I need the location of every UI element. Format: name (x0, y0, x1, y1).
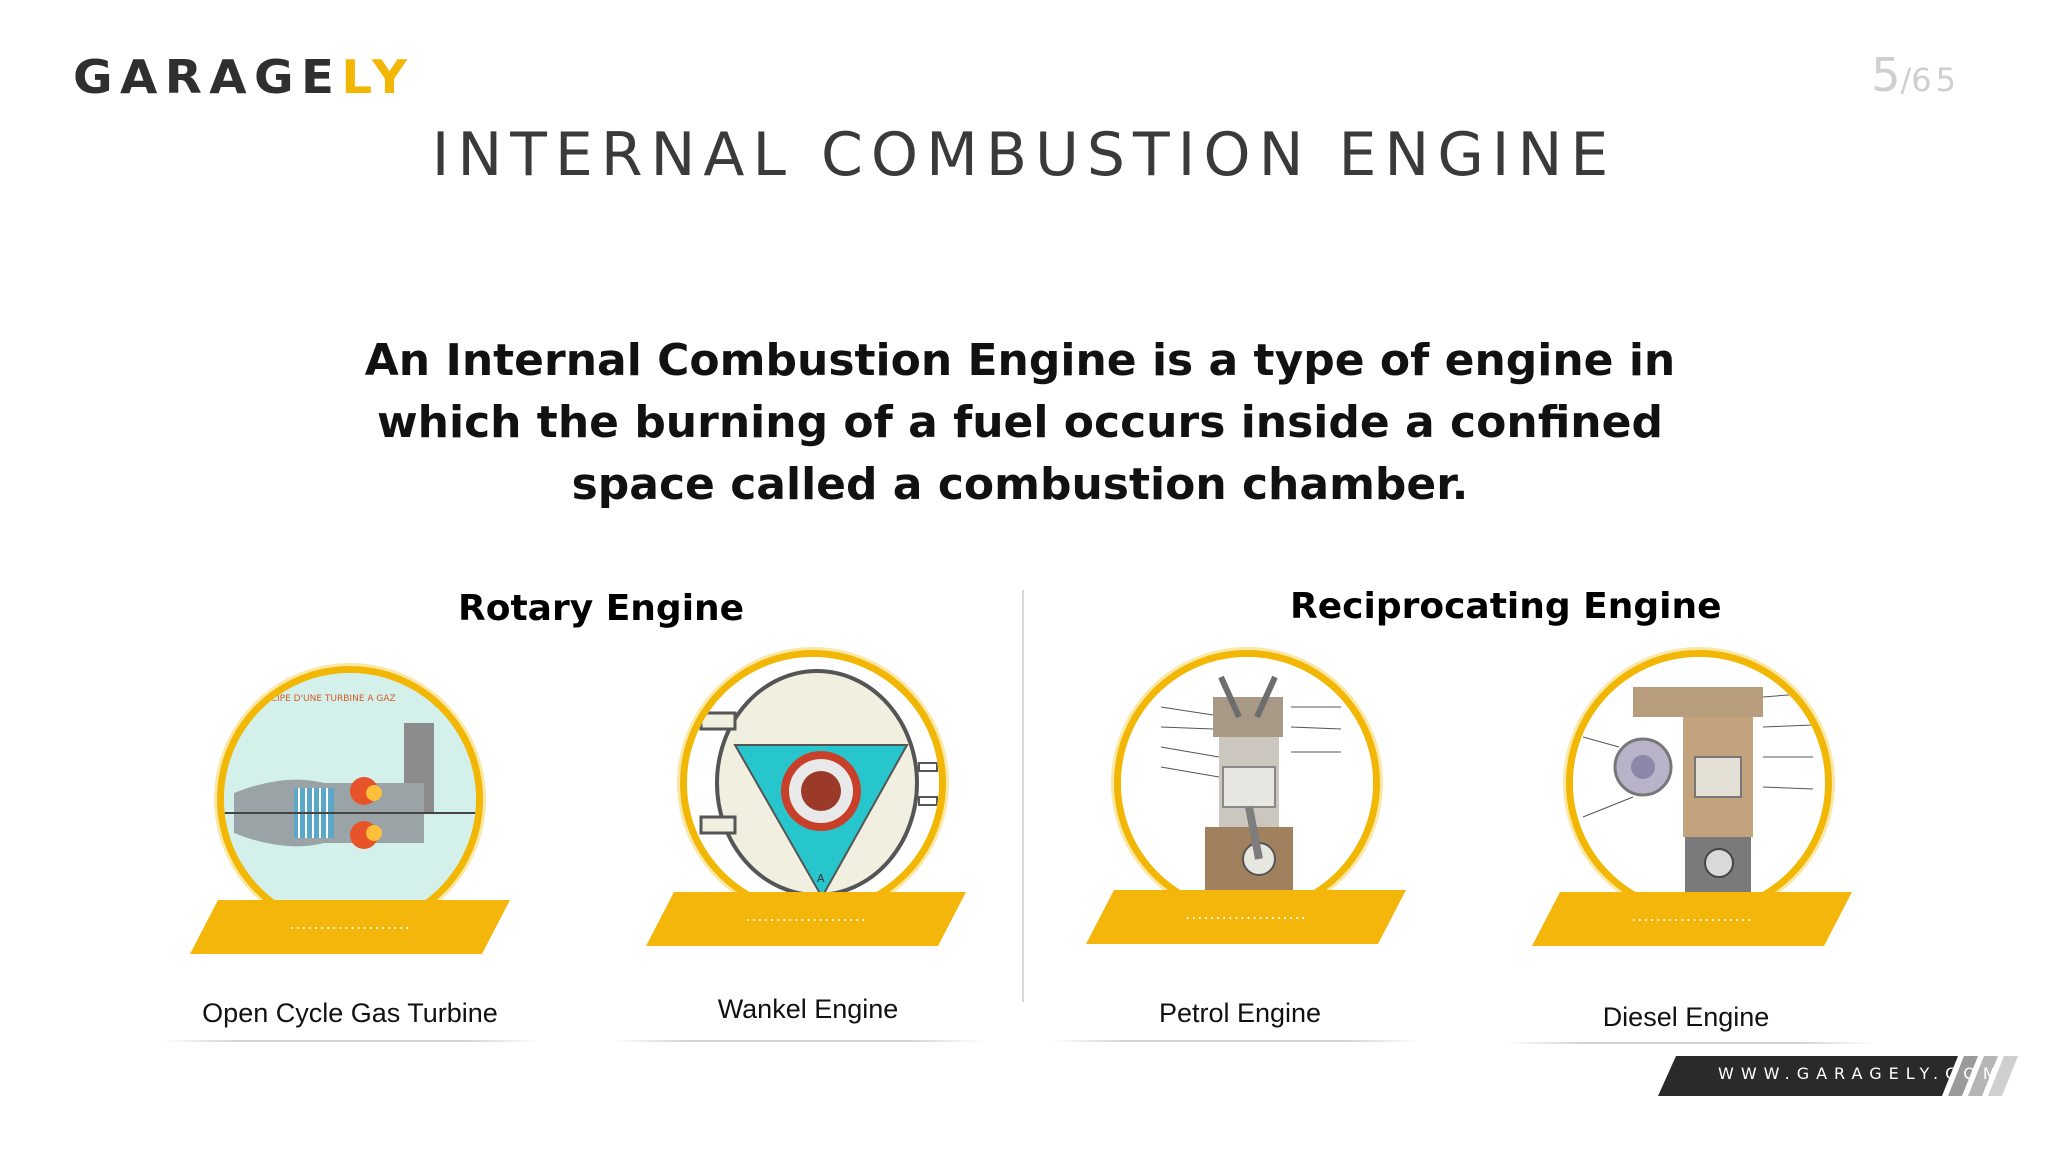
caption-underline (612, 1040, 984, 1042)
label-plate: .................... (1086, 890, 1406, 944)
placeholder-dots: .................... (745, 906, 867, 925)
definition-text: An Internal Combustion Engine is a type … (364, 335, 1676, 510)
gas-turbine-diagram-icon: NCIPE D'UNE TURBINE A GAZ (217, 666, 483, 932)
reciprocating-engine-heading: Reciprocating Engine (1290, 586, 1722, 627)
engine-caption: Open Cycle Gas Turbine (202, 998, 498, 1028)
section-divider (1022, 590, 1024, 1002)
label-plate: .................... (190, 900, 510, 954)
label-plate: .................... (1532, 892, 1852, 946)
page-separator: / (1900, 61, 1912, 99)
engine-card-wankel: A .................... Wankel Engine (612, 650, 998, 1070)
engine-caption: Petrol Engine (1158, 998, 1322, 1028)
wankel-engine-diagram-icon: A (680, 650, 946, 916)
current-page: 5 (1871, 48, 1901, 102)
svg-text:NCIPE D'UNE TURBINE A GAZ: NCIPE D'UNE TURBINE A GAZ (264, 694, 396, 704)
page-counter: 5/65 (1871, 48, 1960, 102)
placeholder-dots: .................... (289, 914, 411, 933)
website-url: WWW.GARAGELY.COM (1718, 1064, 2004, 1083)
petrol-engine-diagram-icon (1114, 650, 1380, 916)
svg-text:A: A (817, 872, 825, 885)
slide-title: INTERNAL COMBUSTION ENGINE (431, 120, 1617, 190)
logo-accent: LY (341, 50, 415, 104)
caption-underline (1506, 1042, 1876, 1044)
footer-url-banner: WWW.GARAGELY.COM (1658, 1056, 2028, 1096)
label-plate: .................... (646, 892, 966, 946)
caption-underline (1050, 1040, 1420, 1042)
total-pages: 65 (1911, 61, 1960, 99)
engine-caption: Diesel Engine (1602, 1002, 1770, 1032)
brand-logo: GARAGELY (73, 50, 414, 104)
engine-caption: Wankel Engine (717, 994, 899, 1024)
rotary-engine-heading: Rotary Engine (458, 588, 745, 629)
logo-main: GARAGE (73, 50, 342, 104)
caption-underline (160, 1040, 540, 1042)
placeholder-dots: .................... (1631, 906, 1753, 925)
engine-card-gas-turbine: NCIPE D'UNE TURBINE A GAZ ..............… (160, 660, 540, 1080)
placeholder-dots: .................... (1185, 904, 1307, 923)
engine-card-petrol: .................... Petrol Engine (1050, 650, 1430, 1070)
engine-card-diesel: .................... Diesel Engine (1496, 650, 1876, 1070)
diesel-engine-diagram-icon (1566, 650, 1832, 916)
